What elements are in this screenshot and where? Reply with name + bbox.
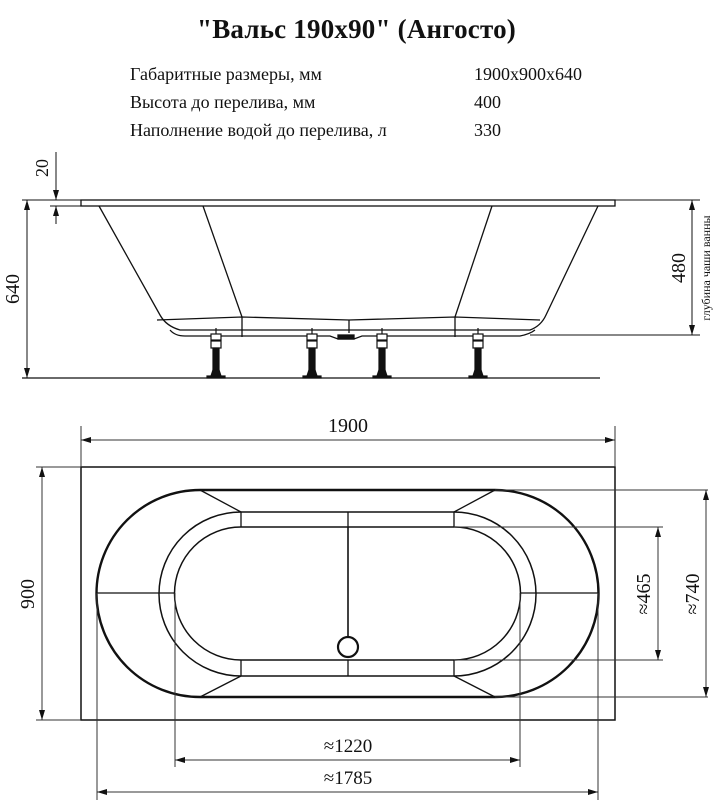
dim-bowl-length: ≈1785 xyxy=(324,768,372,789)
spec-label: Наполнение водой до перелива, л xyxy=(130,120,387,140)
dim-length: 1900 xyxy=(328,415,368,437)
support-legs xyxy=(206,328,488,379)
spec-table: Габаритные размеры, мм 1900x900x640 Высо… xyxy=(130,60,582,144)
dim-inner-bottom-width: ≈465 xyxy=(633,574,655,615)
side-view xyxy=(22,199,700,379)
dim-total-height: 640 xyxy=(2,274,24,304)
leg-icon xyxy=(468,328,488,379)
spec-label: Габаритные размеры, мм xyxy=(130,64,322,84)
dim-bowl-width: ≈740 xyxy=(682,574,704,615)
plan-view-dimensions xyxy=(36,426,709,800)
drain-icon xyxy=(336,635,360,659)
plan-view xyxy=(80,466,616,721)
bathtub-rim xyxy=(80,199,616,207)
leg-icon xyxy=(372,328,392,379)
leg-icon xyxy=(302,328,322,379)
spec-label: Высота до перелива, мм xyxy=(130,92,316,112)
spec-row-water-volume: Наполнение водой до перелива, л 330 xyxy=(130,116,582,144)
plan-outline xyxy=(80,466,616,721)
side-view-dimensions xyxy=(24,152,695,378)
dim-inner-bottom-length: ≈1220 xyxy=(324,736,372,757)
dim-width: 900 xyxy=(17,579,39,609)
drawing-title: "Вальс 190x90" (Ангосто) xyxy=(197,14,516,44)
spec-row-overflow-height: Высота до перелива, мм 400 xyxy=(130,88,582,116)
bathtub-bowl-outline xyxy=(98,205,599,331)
dim-rim-thickness: 20 xyxy=(32,159,52,177)
spec-value: 330 xyxy=(474,120,501,140)
dim-bowl-depth-caption: глубина чаши ванны xyxy=(699,215,713,320)
spec-value: 400 xyxy=(474,92,501,112)
leg-icon xyxy=(206,328,226,379)
spec-value: 1900x900x640 xyxy=(474,64,582,84)
spec-row-dimensions: Габаритные размеры, мм 1900x900x640 xyxy=(130,60,582,88)
dim-bowl-depth: 480 xyxy=(668,253,690,283)
